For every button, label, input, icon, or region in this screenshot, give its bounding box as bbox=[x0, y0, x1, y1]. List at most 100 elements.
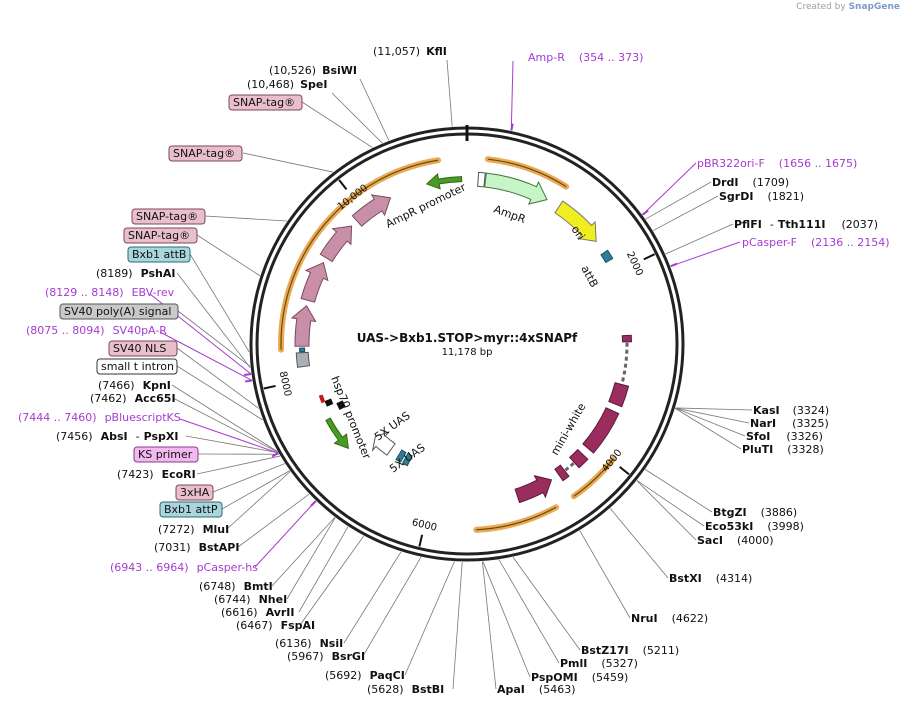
site-avrii[interactable]: (6616)AvrII bbox=[221, 606, 294, 619]
leader-line-18 bbox=[482, 561, 497, 690]
box-sv40-nls[interactable]: SV40 NLS bbox=[108, 340, 178, 357]
site-bstxi[interactable]: BstXI(4314) bbox=[669, 572, 752, 585]
box-sv40-polya-signal[interactable]: SV40 poly(A) signal bbox=[59, 303, 179, 320]
leader-line-21 bbox=[362, 556, 422, 657]
mini-white-seg-4 bbox=[554, 464, 570, 482]
box-bxb1-attb[interactable]: Bxb1 attB bbox=[127, 246, 191, 263]
box-snap-tag-1-text: SNAP-tag® bbox=[233, 96, 295, 109]
hsp70-block-1 bbox=[336, 400, 346, 410]
primer-pbluescriptks[interactable]: (7444 .. 7460)pBluescriptKS bbox=[18, 411, 181, 424]
primer-ebv-rev[interactable]: (8129 .. 8148)EBV-rev bbox=[45, 286, 175, 299]
site-paqci[interactable]: (5692)PaqCI bbox=[325, 669, 405, 682]
leader-line-17 bbox=[482, 561, 531, 678]
box-snap-tag-4[interactable]: SNAP-tag® bbox=[123, 227, 198, 244]
site-saci[interactable]: SacI(4000) bbox=[697, 534, 774, 547]
box-bxb1-attp[interactable]: Bxb1 attP bbox=[159, 501, 223, 518]
site-bstapi[interactable]: (7031)BstAPI bbox=[154, 541, 239, 554]
plasmid-name: UAS->Bxb1.STOP>myr::4xSNAPf bbox=[357, 331, 578, 345]
sv40-polya-block bbox=[295, 351, 311, 368]
leader-line-0 bbox=[446, 59, 453, 127]
site-mlui[interactable]: (7272)MluI bbox=[158, 523, 229, 536]
track-snap-core bbox=[280, 159, 439, 350]
site-spei[interactable]: (10,468)SpeI bbox=[247, 78, 327, 91]
primer-pbr322ori-f[interactable]: pBR322ori-F(1656 .. 1675) bbox=[697, 157, 857, 170]
site-pshai[interactable]: (8189)PshAI bbox=[96, 267, 175, 280]
site-nsii[interactable]: (6136)NsiI bbox=[275, 637, 343, 650]
site-eco53ki[interactable]: Eco53kI(3998) bbox=[705, 520, 804, 533]
site-btgzi[interactable]: BtgZI(3886) bbox=[713, 506, 797, 519]
tick-label: 2000 bbox=[624, 250, 645, 278]
tick-label: 8000 bbox=[277, 370, 293, 397]
leader-line-10 bbox=[645, 469, 713, 513]
site-kpni[interactable]: (7466)KpnI bbox=[98, 379, 171, 392]
site-sgrdi[interactable]: SgrDI(1821) bbox=[719, 190, 804, 203]
leader-line-16 bbox=[498, 559, 560, 664]
site-nari[interactable]: NarI(3325) bbox=[750, 417, 829, 430]
mini-white-seg-2 bbox=[582, 407, 620, 454]
leader-line-32 bbox=[171, 384, 278, 452]
leader-line-35 bbox=[242, 152, 334, 173]
leader-line-14 bbox=[579, 530, 631, 619]
primer-leader-5 bbox=[179, 418, 279, 454]
box-ks-primer[interactable]: KS primer bbox=[133, 446, 199, 463]
site-sfoi[interactable]: SfoI(3326) bbox=[746, 430, 823, 443]
primer-mark-6 bbox=[310, 500, 317, 507]
primer-mark-3 bbox=[244, 372, 252, 376]
site-ecori[interactable]: (7423)EcoRI bbox=[117, 468, 196, 481]
snapgene-brand: SnapGene bbox=[848, 2, 900, 12]
site-fspai[interactable]: (6467)FspAI bbox=[236, 619, 315, 632]
primer-leader-2 bbox=[670, 241, 741, 267]
box-snap-tag-2[interactable]: SNAP-tag® bbox=[168, 145, 243, 162]
site-pmli[interactable]: PmlI(5327) bbox=[560, 657, 638, 670]
tick-label: 6000 bbox=[411, 517, 438, 534]
tick-mark bbox=[418, 534, 424, 547]
site-absi-pspxi[interactable]: (7456)AbsI-PspXI bbox=[56, 430, 178, 443]
site-pspomi[interactable]: PspOMI(5459) bbox=[531, 671, 628, 684]
site-bsiwi[interactable]: (10,526)BsiWI bbox=[269, 64, 357, 77]
ampr-start-box bbox=[477, 171, 486, 188]
track-lower-core bbox=[476, 506, 557, 531]
primer-sv40pa-r[interactable]: (8075 .. 8094)SV40pA-R bbox=[26, 324, 167, 337]
box-snap-tag-1[interactable]: SNAP-tag® bbox=[228, 94, 303, 111]
snap-tag-arrow-1 bbox=[290, 304, 317, 347]
leader-line-37 bbox=[196, 234, 261, 277]
site-apai[interactable]: ApaI(5463) bbox=[497, 683, 575, 696]
box-snap-tag-3[interactable]: SNAP-tag® bbox=[131, 208, 206, 225]
primer-mark-4 bbox=[244, 379, 253, 383]
site-bstbi[interactable]: (5628)BstBI bbox=[367, 683, 444, 696]
leader-line-24 bbox=[298, 526, 349, 613]
credit-prefix: Created by bbox=[796, 2, 846, 12]
site-acc65i[interactable]: (7462)Acc65I bbox=[90, 392, 176, 405]
feature-label-ampr-promoter: AmpR promoter bbox=[384, 180, 469, 230]
leader-line-38 bbox=[189, 253, 250, 352]
box-small-t-intron[interactable]: small t intron bbox=[96, 358, 178, 375]
mini-white-start bbox=[621, 334, 632, 343]
primer-pcasper-f[interactable]: pCasper-F(2136 .. 2154) bbox=[742, 236, 890, 249]
snapgene-credit: Created by SnapGene bbox=[796, 2, 900, 12]
primer-mark-5 bbox=[271, 452, 279, 458]
leader-line-31 bbox=[172, 397, 278, 453]
primer-leader-0 bbox=[510, 60, 514, 131]
feature-label-mini-white: mini-white bbox=[548, 401, 588, 458]
site-pflfi-tth111i[interactable]: PflFI-Tth111I(2037) bbox=[734, 218, 878, 231]
box-sv40-nls-text: SV40 NLS bbox=[113, 342, 166, 355]
site-nhei[interactable]: (6744)NheI bbox=[214, 593, 287, 606]
tick-mark bbox=[619, 466, 630, 476]
box-3xha[interactable]: 3xHA bbox=[175, 484, 214, 501]
site-pluti[interactable]: PluTI(3328) bbox=[742, 443, 824, 456]
site-kasi[interactable]: KasI(3324) bbox=[753, 404, 829, 417]
ori-arrow bbox=[554, 200, 597, 242]
primer-pcasper-hs[interactable]: (6943 .. 6964)pCasper-hs bbox=[110, 561, 258, 574]
site-bmti[interactable]: (6748)BmtI bbox=[199, 580, 273, 593]
site-nrui[interactable]: NruI(4622) bbox=[631, 612, 708, 625]
site-drdi[interactable]: DrdI(1709) bbox=[712, 176, 789, 189]
primer-mark-2 bbox=[670, 262, 678, 268]
primer-amp-r[interactable]: Amp-R(354 .. 373) bbox=[528, 51, 643, 64]
site-bsrgi[interactable]: (5967)BsrGI bbox=[287, 650, 365, 663]
primer-mark-0 bbox=[510, 123, 514, 131]
site-bstz17i[interactable]: BstZ17I(5211) bbox=[581, 644, 679, 657]
box-3xha-text: 3xHA bbox=[180, 486, 210, 499]
site-kfli[interactable]: (11,057)KflI bbox=[373, 45, 447, 58]
leader-lines bbox=[149, 59, 753, 690]
